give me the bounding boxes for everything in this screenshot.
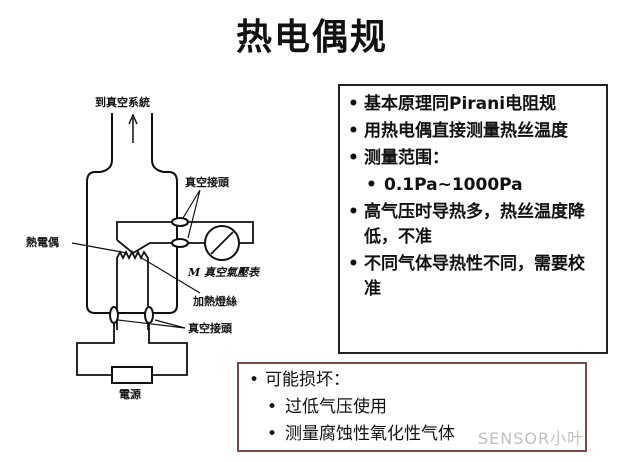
gauge-meter: [204, 225, 240, 261]
bullet-corrosive-gas: 测量腐蚀性氧化性气体: [247, 422, 577, 447]
thermocouple-wire: [116, 221, 254, 255]
bullet-range: 测量范围：: [346, 146, 600, 171]
label-vacuum-joint-top: 真空接頭: [185, 175, 230, 189]
bullet-principle: 基本原理同Pirani电阻规: [346, 92, 600, 117]
label-thermocouple: 熱電偶: [26, 235, 59, 249]
bullet-calibration: 不同气体导热性不同，需要校准: [346, 252, 600, 302]
flow-arrow: [128, 113, 138, 143]
thermocouple-gauge-diagram: 到真空系統 電源 真空接頭 熱電偶 M 真空氣壓表 加熱燈絲 真空接頭: [26, 95, 261, 401]
label-to-vacuum: 到真空系統: [95, 95, 150, 109]
bullet-measure: 用热电偶直接测量热丝温度: [346, 119, 600, 144]
bullet-high-pressure: 高气压时导热多，热丝温度降低，不准: [346, 200, 600, 250]
principle-box: 基本原理同Pirani电阻规 用热电偶直接测量热丝温度 测量范围： 0.1Pa~…: [338, 84, 608, 354]
heater-filament: [116, 249, 149, 330]
label-power: 電源: [119, 387, 141, 401]
glass-bulb: [86, 113, 178, 314]
label-vacuum-joint-bottom: 真空接頭: [188, 321, 233, 335]
bullet-low-pressure: 过低气压使用: [247, 395, 577, 420]
bullet-range-value: 0.1Pa~1000Pa: [346, 173, 600, 198]
label-heater: 加熱燈絲: [192, 294, 237, 308]
power-circuit: [76, 323, 188, 376]
watermark: SENSOR小叶: [478, 429, 585, 448]
bullet-damage: 可能损坏：: [247, 368, 577, 393]
label-gauge: M 真空氣壓表: [187, 266, 261, 279]
damage-box: 可能损坏： 过低气压使用 测量腐蚀性氧化性气体: [237, 362, 587, 452]
power-source: [111, 366, 153, 384]
slide-title: 热电偶规: [235, 16, 388, 58]
